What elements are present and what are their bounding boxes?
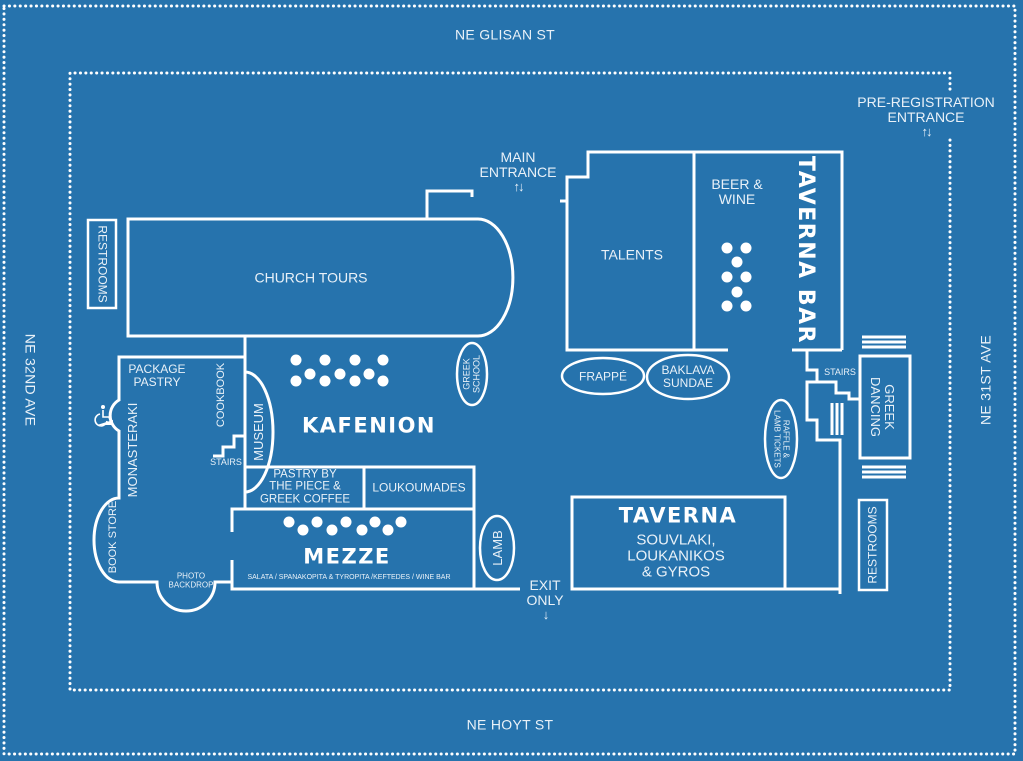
stairs-right-label: STAIRS: [824, 367, 856, 378]
table-dot: [721, 300, 733, 312]
table-dot: [395, 516, 407, 528]
street-south: NE HOYT ST: [466, 716, 554, 733]
stairs-left-label: STAIRS: [210, 457, 242, 468]
table-dot: [334, 368, 346, 380]
kafenion-tables: [290, 354, 389, 387]
restrooms-east-label: RESTROOMS: [865, 506, 880, 584]
stair-wall: [805, 350, 842, 594]
beer-wine-tables: [721, 242, 752, 312]
table-dot: [377, 375, 389, 387]
table-dot: [740, 242, 752, 254]
greek-dancing-floor: [858, 354, 912, 460]
mezze-menu: SALATA / SPANAKOPITA & TYROPITA /KEFTEDE…: [247, 574, 451, 582]
taverna-bar-label: TAVERNA BAR: [792, 155, 818, 345]
museum-label: MUSEUM: [250, 403, 266, 461]
frappe-label: FRAPPÉ: [578, 369, 628, 384]
table-dot: [349, 375, 361, 387]
lamb-booth: [478, 514, 516, 582]
raffle-label: RAFFLE & LAMB TICKETS: [773, 410, 791, 468]
table-dot: [290, 375, 302, 387]
raffle-booth: [763, 398, 799, 480]
church-tours-label: CHURCH TOURS: [254, 269, 368, 286]
museum-alcove: [244, 370, 275, 494]
frappe-booth: [560, 356, 646, 396]
beer-wine-label: BEER & WINE: [711, 175, 763, 207]
greek-dancing-label: GREEK DANCING: [868, 377, 898, 437]
table-dot: [311, 516, 323, 528]
mezze-tables: [283, 516, 407, 536]
street-north: NE GLISAN ST: [454, 26, 556, 43]
mezze-label: MEZZE: [303, 544, 391, 569]
main-entrance[interactable]: MAIN ENTRANCE ↑↓: [479, 148, 557, 195]
kafenion-label: KAFENION: [301, 413, 437, 438]
restrooms-west-box: [86, 218, 118, 310]
table-dot: [382, 524, 394, 536]
down-arrow-icon: ↓: [542, 607, 550, 623]
outer-dotted-border: [2, 4, 1017, 756]
entrance-wall-left: [425, 189, 474, 219]
left-stairs: [213, 434, 245, 458]
table-dot: [721, 242, 733, 254]
pastry-by-piece-label: PASTRY BY THE PIECE & GREEK COFFEE: [259, 468, 351, 506]
up-down-arrows-icon: ↑↓: [921, 124, 932, 140]
package-pastry-label: PACKAGE PASTRY: [128, 362, 186, 389]
wheelchair-icon: [94, 405, 113, 427]
book-store-label: BOOK STORE: [107, 500, 120, 574]
talents-label: TALENTS: [601, 246, 663, 263]
monasteraki-label: MONASTERAKI: [124, 402, 140, 498]
property-line: [68, 71, 952, 692]
pre-registration-entrance[interactable]: PRE-REGISTRATION ENTRANCE ↑↓: [857, 93, 995, 140]
taverna-label: TAVERNA: [618, 503, 738, 528]
church-tours-room: [126, 217, 515, 338]
pastry-counter: [230, 465, 476, 591]
table-dot: [740, 271, 752, 283]
taverna-menu: SOUVLAKI, LOUKANIKOS & GYROS: [627, 531, 725, 582]
table-dot: [363, 368, 375, 380]
up-down-arrows-icon: ↑↓: [513, 179, 524, 195]
stair-steps: [817, 380, 860, 401]
table-dot: [377, 354, 389, 366]
table-dot: [369, 516, 381, 528]
loukoumades-label: LOUKOUMADES: [372, 480, 466, 495]
exit-only[interactable]: EXIT ONLY ↓: [526, 576, 564, 623]
restrooms-east-box: [857, 498, 889, 592]
baklava-booth: [645, 353, 731, 401]
talents-room: [565, 152, 696, 352]
lamb-label: LAMB: [489, 530, 505, 566]
cookbook-label: COOKBOOK: [215, 362, 228, 428]
table-dot: [731, 286, 743, 298]
greek-school-label: GREEK SCHOOL: [461, 354, 481, 394]
table-dot: [721, 271, 733, 283]
table-dot: [319, 354, 331, 366]
photo-backdrop-label: PHOTO BACKDROP: [168, 571, 214, 589]
table-dot: [326, 524, 338, 536]
table-dot: [349, 354, 361, 366]
greek-school-booth: [455, 341, 489, 407]
street-west: NE 32ND AVE: [22, 333, 39, 427]
baklava-sundae-label: BAKLAVA SUNDAE: [661, 363, 715, 390]
street-east: NE 31ST AVE: [977, 335, 994, 425]
table-dot: [319, 375, 331, 387]
table-dot: [283, 516, 295, 528]
table-dot: [356, 524, 368, 536]
stair-bars: [830, 403, 844, 435]
restrooms-west-label: RESTROOMS: [95, 225, 110, 303]
table-dot: [304, 368, 316, 380]
table-dot: [297, 524, 309, 536]
table-dot: [740, 300, 752, 312]
table-dot: [290, 354, 302, 366]
dancing-steps: [862, 335, 906, 479]
table-dot: [731, 256, 743, 268]
table-dot: [340, 516, 352, 528]
